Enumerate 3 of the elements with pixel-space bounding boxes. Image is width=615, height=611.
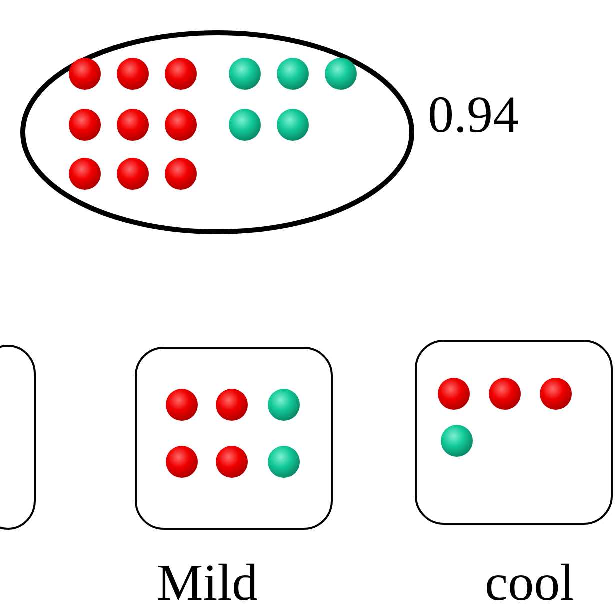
value-label: 0.94 <box>428 90 519 142</box>
box-caption: Mild <box>157 558 258 610</box>
box-caption: cool <box>485 558 575 610</box>
